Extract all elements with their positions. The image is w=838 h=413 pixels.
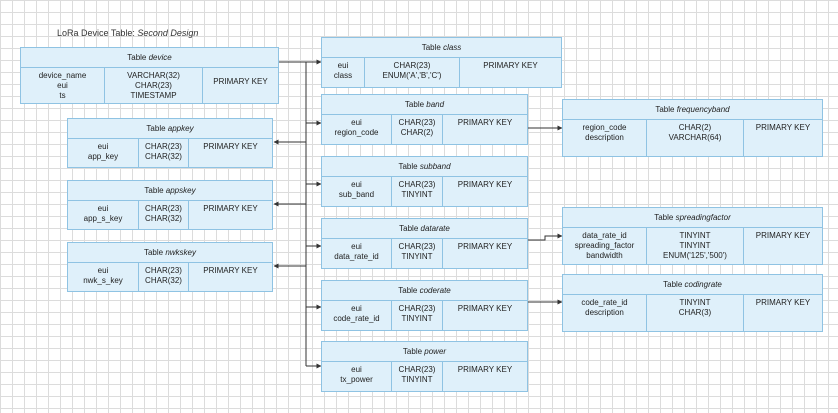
field-types: CHAR(23) TINYINT <box>392 176 443 206</box>
table-datarate: Table datarate eui data_rate_id CHAR(23)… <box>321 218 528 269</box>
table-band: Table band eui region_code CHAR(23) CHAR… <box>321 94 528 145</box>
field-names: eui sub_band <box>322 176 392 206</box>
primary-key-label: PRIMARY KEY <box>457 180 513 189</box>
field-names: eui app_s_key <box>68 200 139 229</box>
field-names: data_rate_id spreading_factor bandwidth <box>563 227 647 264</box>
field-types: TINYINT CHAR(3) <box>647 294 744 331</box>
table-device: Table device device_name eui ts VARCHAR(… <box>20 47 279 104</box>
field-names: eui data_rate_id <box>322 238 392 268</box>
field-names: eui app_key <box>68 138 139 167</box>
primary-key-label: PRIMARY KEY <box>457 304 513 313</box>
field-names: eui nwk_s_key <box>68 262 139 291</box>
table-header: Table datarate <box>322 219 527 239</box>
primary-key-label: PRIMARY KEY <box>203 266 258 275</box>
field-types: CHAR(23) TINYINT <box>392 361 443 391</box>
field-types: CHAR(23) TINYINT <box>392 238 443 268</box>
field-types: CHAR(23) ENUM('A','B','C') <box>365 57 460 87</box>
primary-key-label: PRIMARY KEY <box>203 204 258 213</box>
table-header: Table codingrate <box>563 275 822 295</box>
primary-key-label: PRIMARY KEY <box>755 123 811 132</box>
table-frequencyband: Table frequencyband region_code descript… <box>562 99 823 157</box>
table-class: Table class eui class CHAR(23) ENUM('A',… <box>321 37 562 88</box>
table-nwkskey: Table nwkskey eui nwk_s_key CHAR(23) CHA… <box>67 242 273 292</box>
table-header: Table coderate <box>322 281 527 301</box>
field-types: TINYINT TINYINT ENUM('125','500') <box>647 227 744 264</box>
table-subband: Table subband eui sub_band CHAR(23) TINY… <box>321 156 528 207</box>
diagram-title: LoRa Device Table: Second Design <box>57 28 199 38</box>
primary-key-label: PRIMARY KEY <box>755 231 811 240</box>
field-names: eui class <box>322 57 365 87</box>
table-header: Table nwkskey <box>68 243 272 263</box>
table-appkey: Table appkey eui app_key CHAR(23) CHAR(3… <box>67 118 273 168</box>
table-power: Table power eui tx_power CHAR(23) TINYIN… <box>321 341 528 392</box>
field-types: CHAR(23) CHAR(32) <box>139 262 189 291</box>
field-types: VARCHAR(32) CHAR(23) TIMESTAMP <box>105 67 203 103</box>
primary-key-label: PRIMARY KEY <box>755 298 811 307</box>
field-types: CHAR(2) VARCHAR(64) <box>647 119 744 156</box>
table-coderate: Table coderate eui code_rate_id CHAR(23)… <box>321 280 528 331</box>
primary-key-label: PRIMARY KEY <box>213 77 268 86</box>
field-names: device_name eui ts <box>21 67 105 103</box>
table-spreadingfactor: Table spreadingfactor data_rate_id sprea… <box>562 207 823 265</box>
table-header: Table device <box>21 48 278 68</box>
table-header: Table spreadingfactor <box>563 208 822 228</box>
table-header: Table frequencyband <box>563 100 822 120</box>
table-codingrate: Table codingrate code_rate_id descriptio… <box>562 274 823 332</box>
field-names: eui code_rate_id <box>322 300 392 330</box>
table-header: Table subband <box>322 157 527 177</box>
table-header: Table appkey <box>68 119 272 139</box>
primary-key-label: PRIMARY KEY <box>203 142 258 151</box>
field-types: CHAR(23) CHAR(2) <box>392 114 443 144</box>
field-types: CHAR(23) CHAR(32) <box>139 138 189 167</box>
field-names: eui region_code <box>322 114 392 144</box>
field-types: CHAR(23) TINYINT <box>392 300 443 330</box>
field-names: region_code description <box>563 119 647 156</box>
field-types: CHAR(23) CHAR(32) <box>139 200 189 229</box>
primary-key-label: PRIMARY KEY <box>457 242 513 251</box>
table-header: Table appskey <box>68 181 272 201</box>
primary-key-label: PRIMARY KEY <box>483 61 538 70</box>
field-names: code_rate_id description <box>563 294 647 331</box>
table-header: Table power <box>322 342 527 362</box>
primary-key-label: PRIMARY KEY <box>457 118 513 127</box>
field-names: eui tx_power <box>322 361 392 391</box>
table-header: Table band <box>322 95 527 115</box>
primary-key-label: PRIMARY KEY <box>457 365 513 374</box>
connector-datarate-spreadingfactor <box>528 233 563 241</box>
table-header: Table class <box>322 38 561 58</box>
table-appskey: Table appskey eui app_s_key CHAR(23) CHA… <box>67 180 273 230</box>
